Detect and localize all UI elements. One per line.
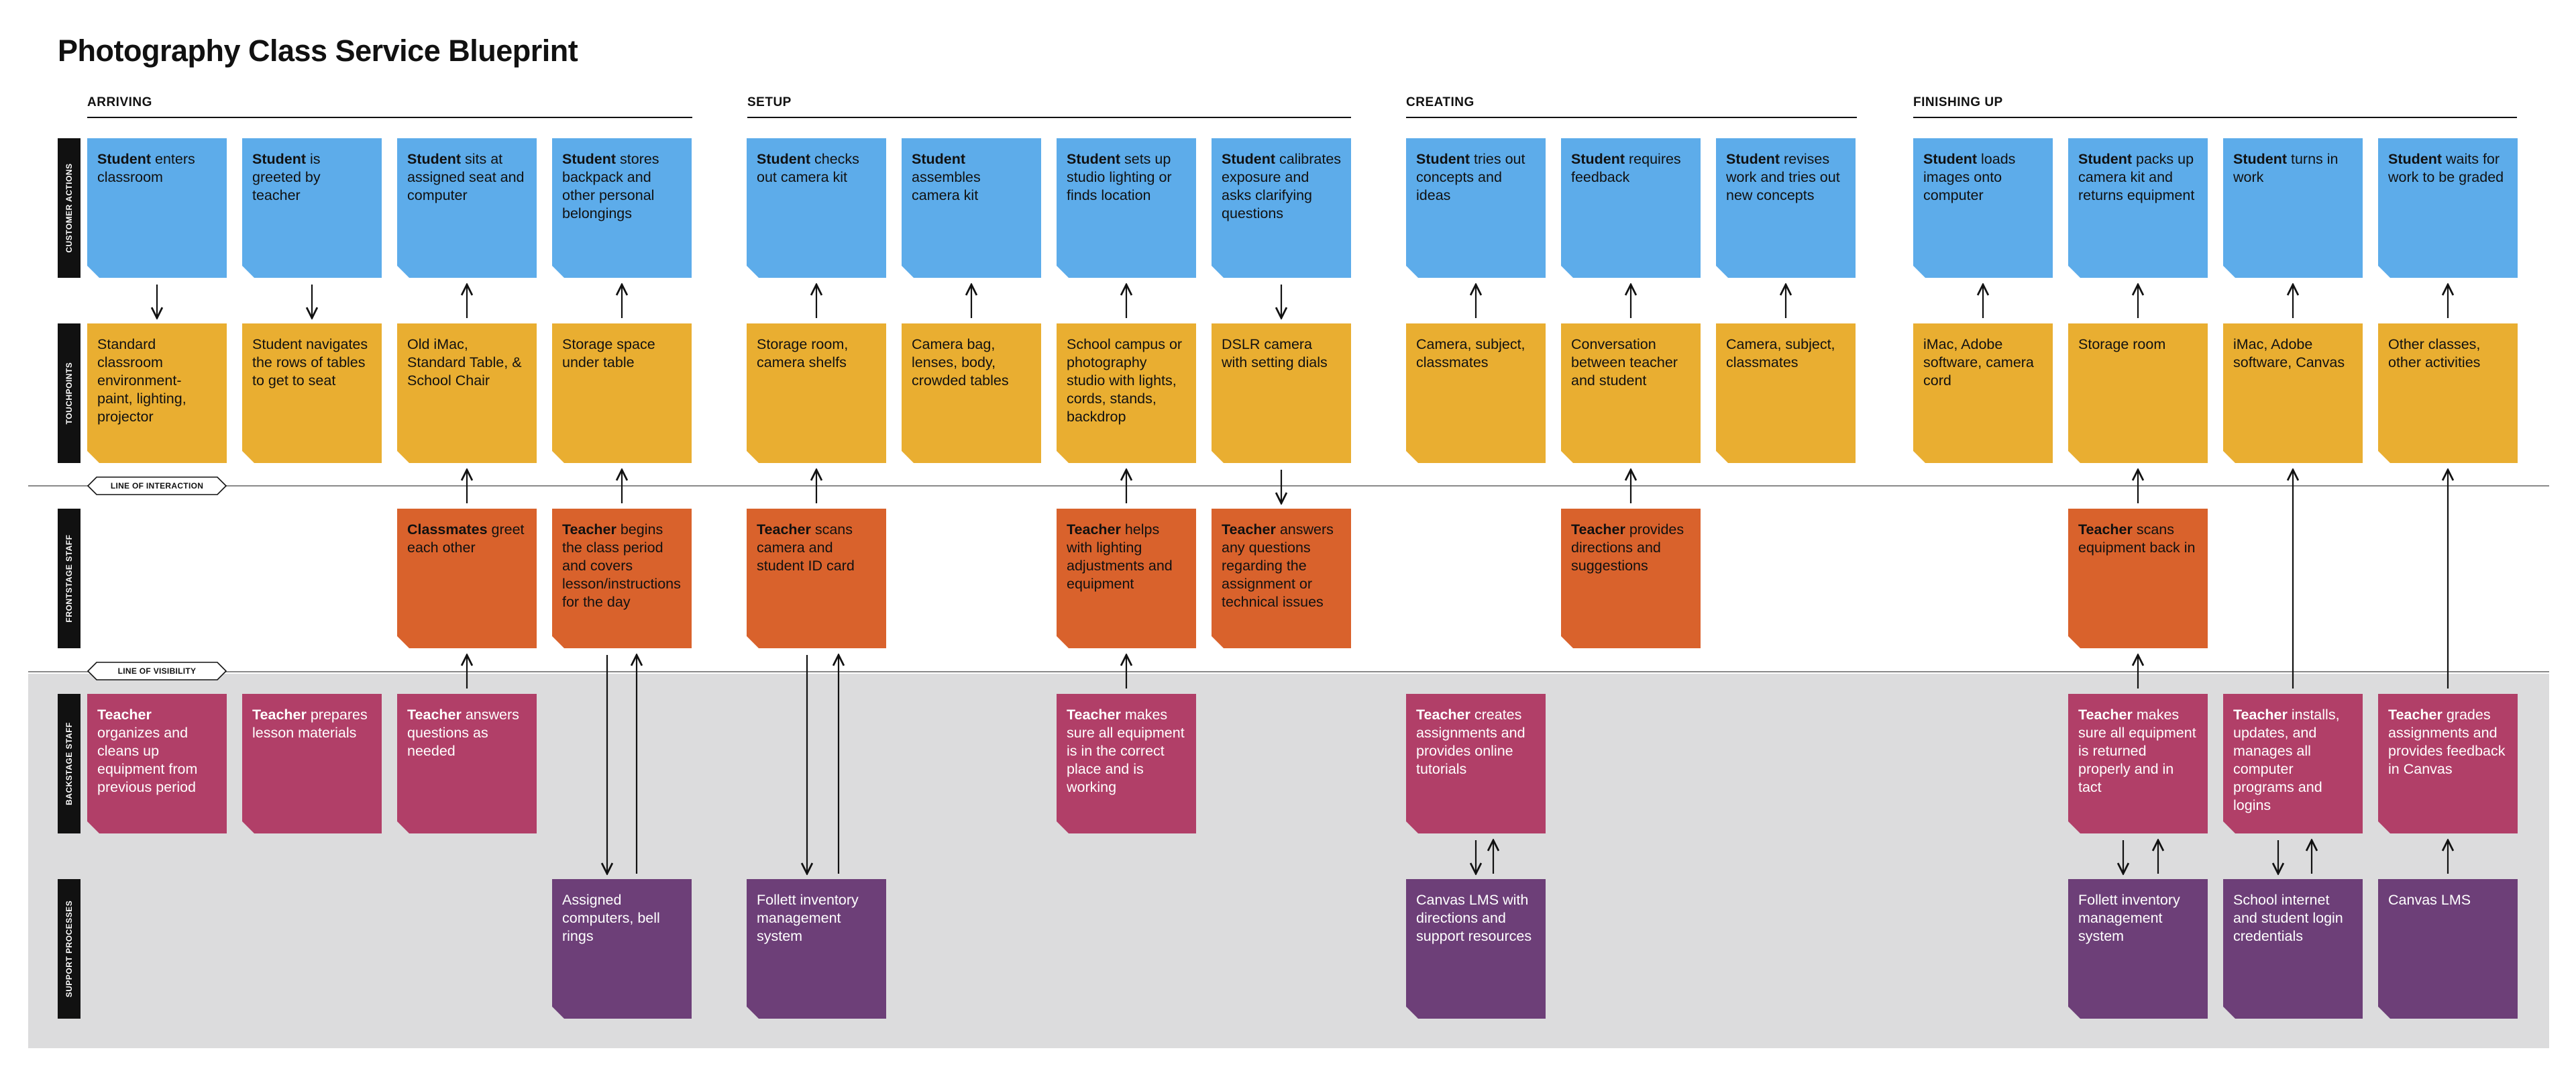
page-title: Photography Class Service Blueprint bbox=[58, 34, 578, 68]
customer-action-note: Student revises work and tries out new c… bbox=[1716, 138, 1856, 278]
customer-action-note: Student checks out camera kit bbox=[747, 138, 886, 278]
customer-action-note: Student requires feedback bbox=[1561, 138, 1701, 278]
lane-label-frontstage-staff: FRONTSTAGE STAFF bbox=[58, 509, 80, 648]
phase-divider bbox=[1913, 117, 2517, 118]
line-of-visibility-label: LINE OF VISIBILITY bbox=[87, 662, 227, 680]
customer-action-note: Student stores backpack and other person… bbox=[552, 138, 692, 278]
customer-action-note: Student packs up camera kit and returns … bbox=[2068, 138, 2208, 278]
line-of-interaction bbox=[28, 485, 2549, 487]
lane-label-touchpoints: TOUCHPOINTS bbox=[58, 323, 80, 463]
touchpoint-note: DSLR camera with setting dials bbox=[1212, 323, 1351, 463]
support-process-note: Follett inventory management system bbox=[747, 879, 886, 1019]
phase-label-finishing-up: FINISHING UP bbox=[1913, 95, 2003, 109]
phase-label-creating: CREATING bbox=[1406, 95, 1474, 109]
touchpoint-note: Storage room bbox=[2068, 323, 2208, 463]
customer-action-note: Student is greeted by teacher bbox=[242, 138, 382, 278]
customer-action-note: Student turns in work bbox=[2223, 138, 2363, 278]
backstage-note: Teacher makes sure all equipment is in t… bbox=[1057, 694, 1196, 833]
line-of-visibility bbox=[28, 671, 2549, 672]
line-of-interaction-label: LINE OF INTERACTION bbox=[87, 476, 227, 495]
touchpoint-note: Storage room, camera shelfs bbox=[747, 323, 886, 463]
customer-action-note: Student waits for work to be graded bbox=[2378, 138, 2518, 278]
customer-action-note: Student sits at assigned seat and comput… bbox=[397, 138, 537, 278]
frontstage-note: Teacher begins the class period and cove… bbox=[552, 509, 692, 648]
frontstage-note: Classmates greet each other bbox=[397, 509, 537, 648]
frontstage-note: Teacher answers any questions regarding … bbox=[1212, 509, 1351, 648]
frontstage-note: Teacher scans equipment back in bbox=[2068, 509, 2208, 648]
touchpoint-note: iMac, Adobe software, camera cord bbox=[1913, 323, 2053, 463]
support-process-note: Canvas LMS bbox=[2378, 879, 2518, 1019]
touchpoint-note: Storage space under table bbox=[552, 323, 692, 463]
frontstage-note: Teacher scans camera and student ID card bbox=[747, 509, 886, 648]
backstage-note: Teacher prepares lesson materials bbox=[242, 694, 382, 833]
customer-action-note: Student assembles camera kit bbox=[902, 138, 1041, 278]
backstage-note: Teacher organizes and cleans up equipmen… bbox=[87, 694, 227, 833]
touchpoint-note: Camera, subject, classmates bbox=[1716, 323, 1856, 463]
frontstage-note: Teacher helps with lighting adjustments … bbox=[1057, 509, 1196, 648]
customer-action-note: Student enters classroom bbox=[87, 138, 227, 278]
support-process-note: School internet and student login creden… bbox=[2223, 879, 2363, 1019]
touchpoint-note: Conversation between teacher and student bbox=[1561, 323, 1701, 463]
support-process-note: Assigned computers, bell rings bbox=[552, 879, 692, 1019]
touchpoint-note: Other classes, other activities bbox=[2378, 323, 2518, 463]
touchpoint-note: Camera, subject, classmates bbox=[1406, 323, 1546, 463]
phase-label-setup: SETUP bbox=[747, 95, 792, 109]
lane-label-backstage-staff: BACKSTAGE STAFF bbox=[58, 694, 80, 833]
customer-action-note: Student calibrates exposure and asks cla… bbox=[1212, 138, 1351, 278]
touchpoint-note: School campus or photography studio with… bbox=[1057, 323, 1196, 463]
touchpoint-note: Standard classroom environment- paint, l… bbox=[87, 323, 227, 463]
phase-divider bbox=[87, 117, 692, 118]
backstage-note: Teacher grades assignments and provides … bbox=[2378, 694, 2518, 833]
phase-divider bbox=[747, 117, 1351, 118]
support-process-note: Canvas LMS with directions and support r… bbox=[1406, 879, 1546, 1019]
support-process-note: Follett inventory management system bbox=[2068, 879, 2208, 1019]
backstage-note: Teacher creates assignments and provides… bbox=[1406, 694, 1546, 833]
phase-divider bbox=[1406, 117, 1857, 118]
backstage-note: Teacher makes sure all equipment is retu… bbox=[2068, 694, 2208, 833]
backstage-note: Teacher installs, updates, and manages a… bbox=[2223, 694, 2363, 833]
lane-label-support-processes: SUPPORT PROCESSES bbox=[58, 879, 80, 1019]
customer-action-note: Student loads images onto computer bbox=[1913, 138, 2053, 278]
touchpoint-note: Student navigates the rows of tables to … bbox=[242, 323, 382, 463]
frontstage-note: Teacher provides directions and suggesti… bbox=[1561, 509, 1701, 648]
backstage-note: Teacher answers questions as needed bbox=[397, 694, 537, 833]
touchpoint-note: iMac, Adobe software, Canvas bbox=[2223, 323, 2363, 463]
phase-label-arriving: ARRIVING bbox=[87, 95, 152, 109]
touchpoint-note: Camera bag, lenses, body, crowded tables bbox=[902, 323, 1041, 463]
customer-action-note: Student sets up studio lighting or finds… bbox=[1057, 138, 1196, 278]
lane-label-customer-actions: CUSTOMER ACTIONS bbox=[58, 138, 80, 278]
customer-action-note: Student tries out concepts and ideas bbox=[1406, 138, 1546, 278]
touchpoint-note: Old iMac, Standard Table, & School Chair bbox=[397, 323, 537, 463]
